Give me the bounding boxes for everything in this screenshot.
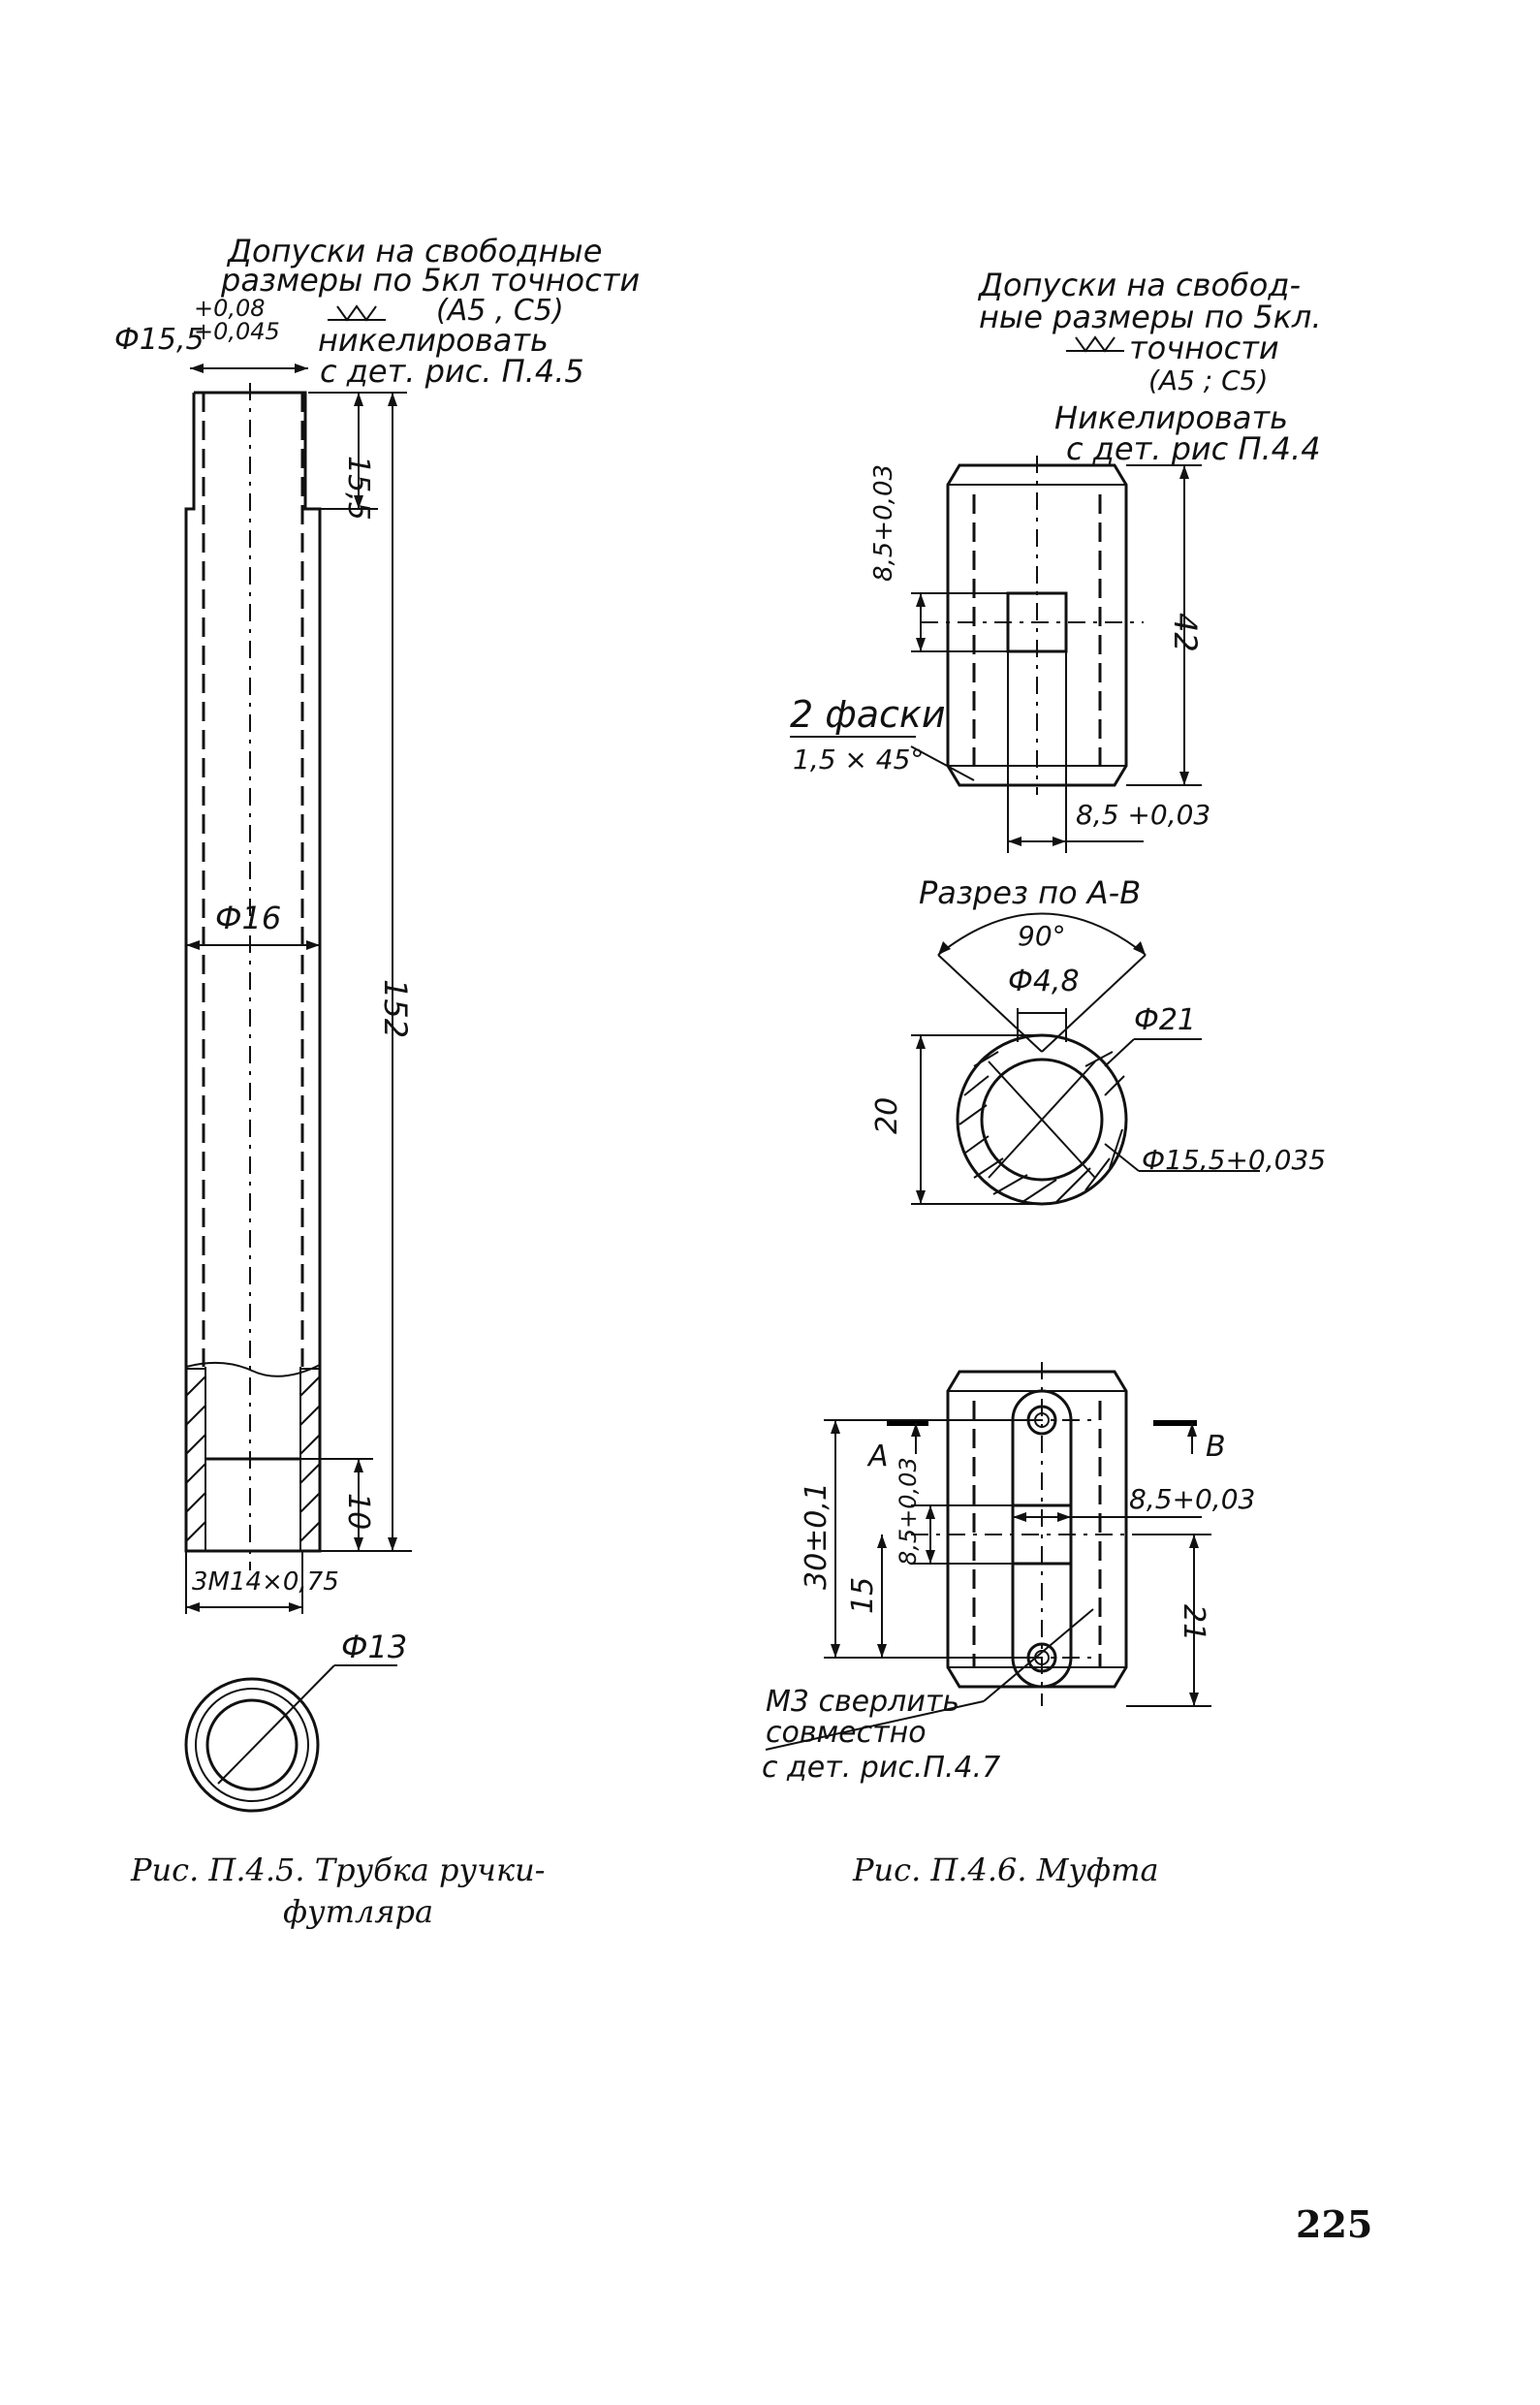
coupling-dim-85-bottom: 8,5 +0,03 xyxy=(1076,799,1210,831)
tube-hatch xyxy=(185,1367,321,1551)
coupling-note-line1: Допуски на свобод- xyxy=(977,267,1301,303)
tube-note-line2: размеры по 5кл точности xyxy=(220,262,640,299)
coupling-dim-85-top: 8,5+0,03 xyxy=(869,464,898,582)
coupling-dim-15: 15 xyxy=(846,1577,880,1614)
tube-dim-thread: 3М14×0,75 xyxy=(192,1567,339,1597)
coupling-dim-30: 30±0,1 xyxy=(800,1482,833,1590)
coupling-bottom-view xyxy=(946,1370,1128,1689)
tube-end-view xyxy=(184,1677,320,1813)
coupling-note-line4: (A5 ; C5) xyxy=(1148,364,1268,396)
coupling-dim-21: 21 xyxy=(1177,1604,1210,1641)
coupling-slot xyxy=(1011,1389,1073,1689)
coupling-note-line5: Никелировать xyxy=(1054,399,1288,436)
coupling-chamfer-line1: 2 фаски xyxy=(790,693,946,736)
tube-dim-phi16: Ф16 xyxy=(215,900,281,936)
coupling-note-line3: точности xyxy=(1129,330,1279,366)
coupling-drawing: Допуски на свобод- ные размеры по 5кл. т… xyxy=(762,267,1326,1888)
tube-dim-152: 152 xyxy=(377,979,414,1038)
tube-drawing: Допуски на свободные размеры по 5кл точн… xyxy=(114,233,640,1930)
tube-note-line3: (A5 , C5) xyxy=(436,294,564,328)
coupling-chamfer-line2: 1,5 × 45° xyxy=(793,744,924,775)
coupling-label-a: А xyxy=(866,1440,889,1473)
tube-note-line1: Допуски на свободные xyxy=(226,233,602,269)
coupling-note-line2: ные размеры по 5кл. xyxy=(979,299,1322,335)
coupling-note-line6: с дет. рис П.4.4 xyxy=(1066,430,1321,467)
coupling-dim-phi155: Ф15,5+0,035 xyxy=(1142,1144,1326,1176)
tube-note-line4: никелировать xyxy=(318,322,549,359)
tube-caption-line1: Рис. П.4.5. Трубка ручки- xyxy=(130,1851,545,1888)
coupling-front-view xyxy=(946,463,1128,787)
coupling-dim-85-mid: 8,5+0,03 xyxy=(895,1457,922,1566)
tube-tol-lower: +0,045 xyxy=(194,318,280,345)
coupling-caption: Рис. П.4.6. Муфта xyxy=(852,1851,1159,1888)
tube-note-line5: с дет. рис. П.4.5 xyxy=(320,353,584,390)
tube-dim-phi13: Ф13 xyxy=(341,1629,407,1665)
surface-finish-icon xyxy=(1066,335,1124,353)
coupling-dim-85-right: 8,5+0,03 xyxy=(1129,1483,1255,1515)
coupling-label-b: В xyxy=(1206,1430,1226,1464)
coupling-dim-20: 20 xyxy=(870,1097,904,1134)
coupling-dim-42: 42 xyxy=(1167,613,1204,652)
coupling-section-title: Разрез по А-В xyxy=(919,874,1141,911)
tube-dim-10: 10 xyxy=(341,1493,375,1530)
tube-dim-phi155: Ф15,5 xyxy=(114,323,204,357)
coupling-section-view xyxy=(956,1033,1128,1206)
coupling-dim-phi48: Ф4,8 xyxy=(1008,965,1080,998)
surface-finish-icon xyxy=(328,304,386,322)
tube-dim-155: 15,5 xyxy=(341,456,375,521)
coupling-dim-phi21: Ф21 xyxy=(1134,1003,1196,1037)
tube-caption-line2: футляра xyxy=(283,1893,433,1930)
coupling-drill-line3: с дет. рис.П.4.7 xyxy=(762,1751,1000,1785)
page-number: 225 xyxy=(1296,2202,1372,2246)
tube-tol-upper: +0,08 xyxy=(194,295,266,322)
coupling-dim-90: 90° xyxy=(1018,920,1066,952)
